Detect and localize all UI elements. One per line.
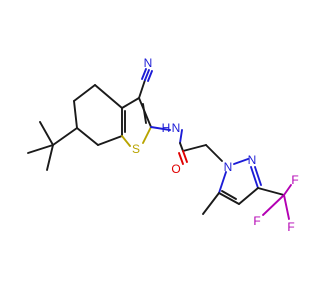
bond-c2-s xyxy=(142,126,152,144)
atom-label-f1: F xyxy=(287,220,294,234)
bond-cf3-f1 xyxy=(283,194,290,220)
atom-label-pyrazole-n1: N xyxy=(224,160,233,174)
bond-cn-triple-a xyxy=(144,69,150,81)
bond-c4-c5 xyxy=(73,84,96,102)
atom-labels: N N H S O N N F F F xyxy=(132,56,299,234)
bond-c5-n1 xyxy=(218,171,227,194)
atom-label-amide-n: N xyxy=(172,121,181,135)
bond-c4-c5-inner xyxy=(221,190,237,200)
bond-c4-c5 xyxy=(218,192,240,205)
bond-co-ch2 xyxy=(182,144,207,152)
bond-c5-methyl xyxy=(202,192,220,215)
bond-c6-c7 xyxy=(76,127,99,146)
structure-canvas: N N H S O N N F F F xyxy=(27,56,299,234)
atom-label-nitrile-n: N xyxy=(144,56,153,70)
atom-label-f2: F xyxy=(253,214,260,228)
bond-cf3-f3 xyxy=(283,184,292,196)
bond-cf3-f2 xyxy=(262,194,285,216)
bonds xyxy=(27,68,292,220)
bond-c2-nh xyxy=(150,126,171,131)
bond-tbu-me3 xyxy=(39,121,54,146)
bond-c7-c7a xyxy=(97,135,123,146)
bond-c3-cn xyxy=(138,79,146,99)
bond-c5-c6 xyxy=(73,100,78,129)
bond-c3-cf3 xyxy=(257,187,285,196)
bond-c3-c4 xyxy=(238,187,259,205)
bond-cn-triple-b xyxy=(141,68,147,80)
atom-label-sulfur: S xyxy=(132,142,140,156)
bond-ch2-n1 xyxy=(205,144,223,162)
bond-c3a-c4 xyxy=(94,84,123,109)
bond-tbu-me1 xyxy=(46,144,54,171)
bond-nh-co-b xyxy=(179,142,184,152)
bond-c-o-a xyxy=(182,150,188,163)
atom-label-pyrazole-n2: N xyxy=(248,153,257,167)
atom-label-f3: F xyxy=(291,173,298,187)
atom-label-amide-h: H xyxy=(162,121,171,135)
bond-s-c7a xyxy=(121,135,131,147)
bond-nh-co xyxy=(179,129,183,144)
bond-c3a-c3 xyxy=(121,97,140,109)
atom-label-oxygen: O xyxy=(171,162,180,176)
bond-cn-triple-c xyxy=(147,70,153,82)
bond-n2-c3-inner xyxy=(254,166,262,186)
bond-c6-tbu xyxy=(52,127,78,146)
chemical-structure: N N H S O N N F F F xyxy=(27,56,299,234)
bond-n1-n2 xyxy=(233,158,249,165)
bond-c-o-b xyxy=(178,152,184,165)
bond-tbu-me2 xyxy=(27,144,54,154)
bond-c3-c2-inner xyxy=(142,103,147,124)
bond-n2-c3 xyxy=(250,166,259,189)
